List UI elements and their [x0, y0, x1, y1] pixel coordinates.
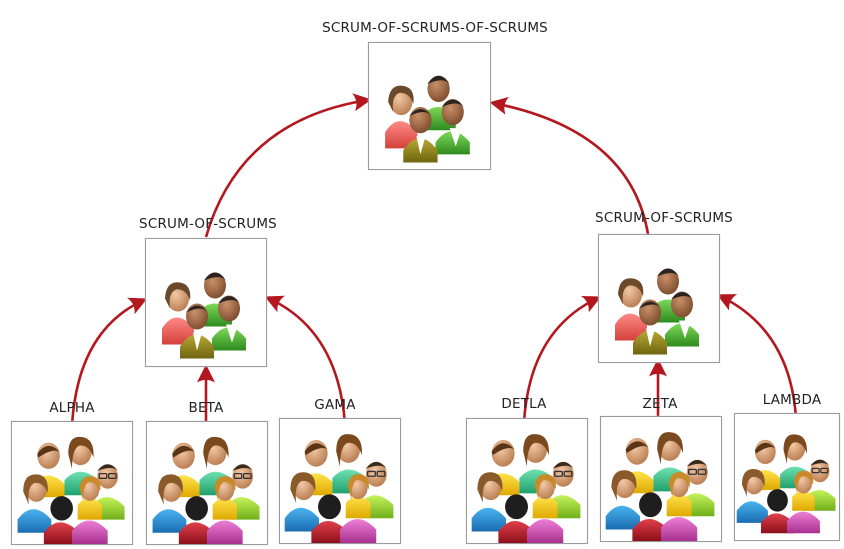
- left-sos-box[interactable]: [145, 238, 267, 367]
- team-box-beta[interactable]: [146, 421, 268, 545]
- team-label-zeta: ZETA: [642, 396, 678, 412]
- team-box-gama[interactable]: [279, 418, 401, 544]
- top-node-title: SCRUM-OF-SCRUMS-OF-SCRUMS: [322, 20, 548, 36]
- manager-group-icon: [146, 239, 266, 366]
- team-label-beta: BETA: [188, 400, 224, 416]
- team-label-alpha: ALPHA: [49, 400, 95, 416]
- team-icon: [280, 419, 400, 543]
- team-box-zeta[interactable]: [600, 416, 722, 542]
- team-icon: [467, 419, 587, 543]
- team-label-delta: DETLA: [501, 396, 547, 412]
- team-icon: [12, 422, 132, 544]
- team-icon: [147, 422, 267, 544]
- team-box-delta[interactable]: [466, 418, 588, 544]
- left-sos-title: SCRUM-OF-SCRUMS: [139, 216, 277, 232]
- team-label-gama: GAMA: [314, 397, 356, 413]
- manager-group-icon: [369, 43, 490, 169]
- manager-group-icon: [599, 235, 719, 362]
- right-sos-box[interactable]: [598, 234, 720, 363]
- right-sos-title: SCRUM-OF-SCRUMS: [595, 210, 733, 226]
- team-label-lambda: LAMBDA: [762, 392, 822, 408]
- team-icon: [735, 414, 839, 540]
- team-box-alpha[interactable]: [11, 421, 133, 545]
- team-icon: [601, 417, 721, 541]
- top-node-box[interactable]: [368, 42, 491, 170]
- team-box-lambda[interactable]: [734, 413, 840, 541]
